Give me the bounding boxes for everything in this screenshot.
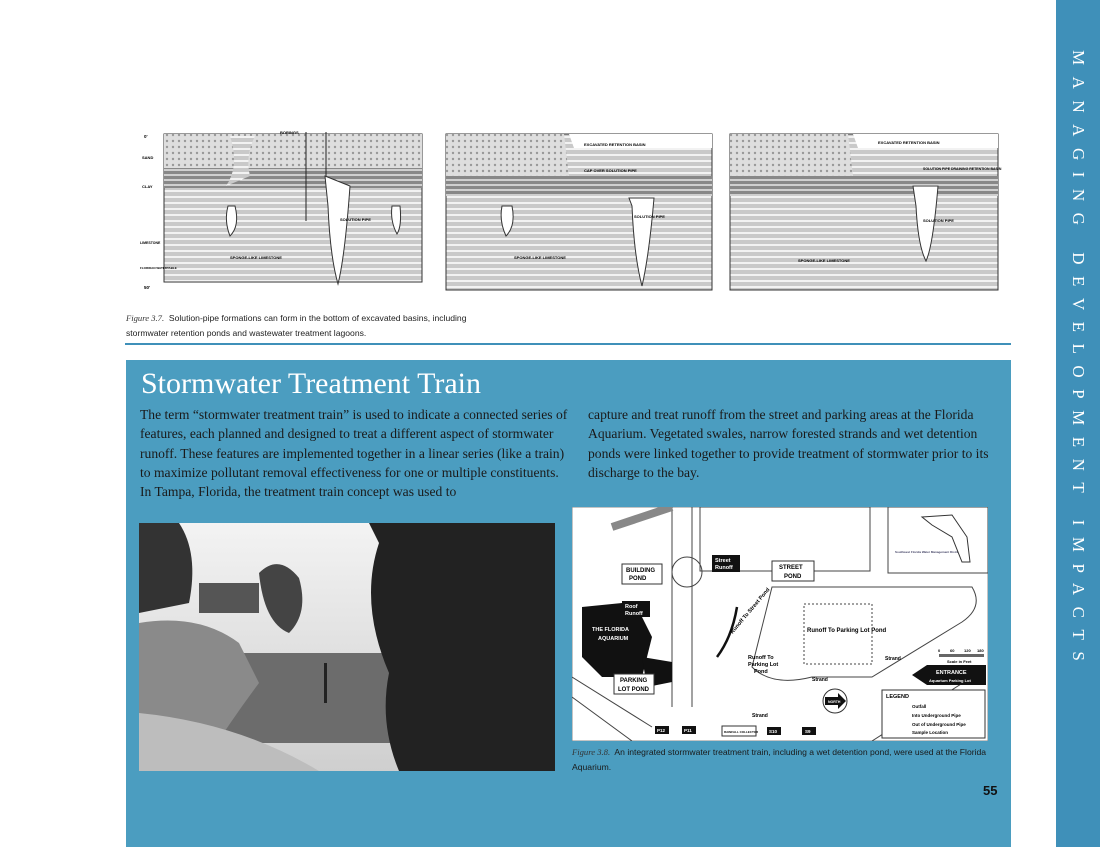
- diagram-label: EXCAVATED RETENTION BASIN: [878, 140, 940, 145]
- aquarium-site-map: BUILDING POND Street Runoff STREET POND …: [572, 507, 988, 741]
- map-label: THE FLORIDA: [592, 627, 629, 633]
- figure-label: Figure 3.8.: [572, 747, 611, 757]
- map-label: Out of Underground Pipe: [912, 722, 966, 727]
- solution-pipe-diagram-1: BORINGS 0' SAND CLAY LIMESTONE FLORIDAN …: [140, 130, 423, 290]
- diagram-label: SOLUTION PIPE: [923, 218, 954, 223]
- diagram-label: CLAY: [142, 184, 153, 189]
- map-label: PARKING: [620, 678, 648, 684]
- map-label: Parking Lot: [748, 662, 778, 668]
- diagram-label: 0': [144, 134, 148, 139]
- logo-text: Southwest Florida Water Management Distr…: [895, 550, 960, 554]
- map-label: Into Underground Pipe: [912, 713, 961, 718]
- map-label: Pond: [754, 669, 768, 675]
- map-label: Runoff To: [748, 655, 774, 661]
- body-text-col2: capture and treat runoff from the street…: [588, 407, 989, 480]
- solution-pipe-diagram-3: EXCAVATED RETENTION BASIN SOLUTION PIPE …: [729, 133, 1002, 291]
- map-label: LEGEND: [886, 694, 909, 700]
- map-label: RAINFALL COLLECTOR: [724, 730, 759, 734]
- map-label: 60: [950, 648, 955, 653]
- solution-pipe-diagram-2: EXCAVATED RETENTION BASIN CAP OVER SOLUT…: [445, 133, 713, 291]
- section-title: Stormwater Treatment Train: [141, 367, 482, 400]
- map-label: S10: [769, 729, 778, 734]
- divider: [125, 343, 1011, 345]
- map-label: STREET: [779, 565, 803, 571]
- diagram-label: SAND: [142, 155, 153, 160]
- diagram-label: 50': [144, 285, 150, 290]
- diagram-label: BORINGS: [280, 130, 299, 135]
- map-label: NORTH: [828, 700, 841, 704]
- map-label: POND: [629, 576, 647, 582]
- map-label: Strand: [752, 713, 768, 719]
- caption-text: Solution-pipe formations can form in the…: [126, 313, 467, 338]
- diagram-label: CAP OVER SOLUTION PIPE: [584, 168, 637, 173]
- map-label: BUILDING: [626, 568, 655, 574]
- map-label: 0: [938, 648, 941, 653]
- map-label: 180: [977, 648, 984, 653]
- diagram-label: LIMESTONE: [140, 241, 161, 245]
- map-label: Strand: [812, 677, 828, 683]
- map-label: AQUARIUM: [598, 636, 629, 642]
- map-label: ENTRANCE: [936, 670, 967, 676]
- diagram-label: SPONGE-LIKE LIMESTONE: [514, 255, 566, 260]
- diagram-label: SPONGE-LIKE LIMESTONE: [798, 258, 850, 263]
- body-text-col1: The term “stormwater treatment train” is…: [140, 407, 568, 500]
- map-label: Sample Location: [912, 730, 948, 735]
- diagram-label: EXCAVATED RETENTION BASIN: [584, 142, 646, 147]
- diagram-label: SOLUTION PIPE: [340, 217, 371, 222]
- pond-photo: [139, 523, 555, 771]
- diagram-label: SOLUTION PIPE: [634, 214, 665, 219]
- map-label: P11: [684, 728, 692, 733]
- figure-3-7-caption: Figure 3.7. Solution-pipe formations can…: [126, 311, 506, 341]
- map-label: Strand: [885, 656, 901, 662]
- map-label: LOT POND: [618, 687, 650, 693]
- map-label: 120: [964, 648, 971, 653]
- map-label: Runoff: [715, 565, 733, 571]
- map-label: P12: [657, 728, 666, 733]
- diagram-label: FLORIDAN WATERTABLE: [140, 266, 177, 270]
- map-label: Outfall: [912, 704, 926, 709]
- figure-3-8-caption: Figure 3.8. An integrated stormwater tre…: [572, 745, 992, 775]
- diagram-label: SPONGE-LIKE LIMESTONE: [230, 255, 282, 260]
- map-label: Scale in Feet: [947, 659, 972, 664]
- map-label: Runoff: [625, 611, 643, 617]
- page-number: 55: [983, 783, 998, 798]
- caption-text: An integrated stormwater treatment train…: [572, 747, 987, 772]
- map-label: Street: [715, 558, 731, 564]
- map-label: Runoff To Parking Lot Pond: [807, 628, 887, 634]
- map-label: S9: [805, 729, 811, 734]
- sidebar-band: MANAGING DEVELOPMENT IMPACTS: [1056, 0, 1100, 847]
- diagram-label: SOLUTION PIPE DRAINING RETENTION BASIN: [923, 167, 1002, 171]
- figure-label: Figure 3.7.: [126, 313, 165, 323]
- sidebar-title: MANAGING DEVELOPMENT IMPACTS: [1069, 50, 1088, 673]
- map-label: POND: [784, 574, 802, 580]
- map-label: Aquarium Parking Lot: [929, 678, 971, 683]
- map-label: Roof: [625, 604, 638, 610]
